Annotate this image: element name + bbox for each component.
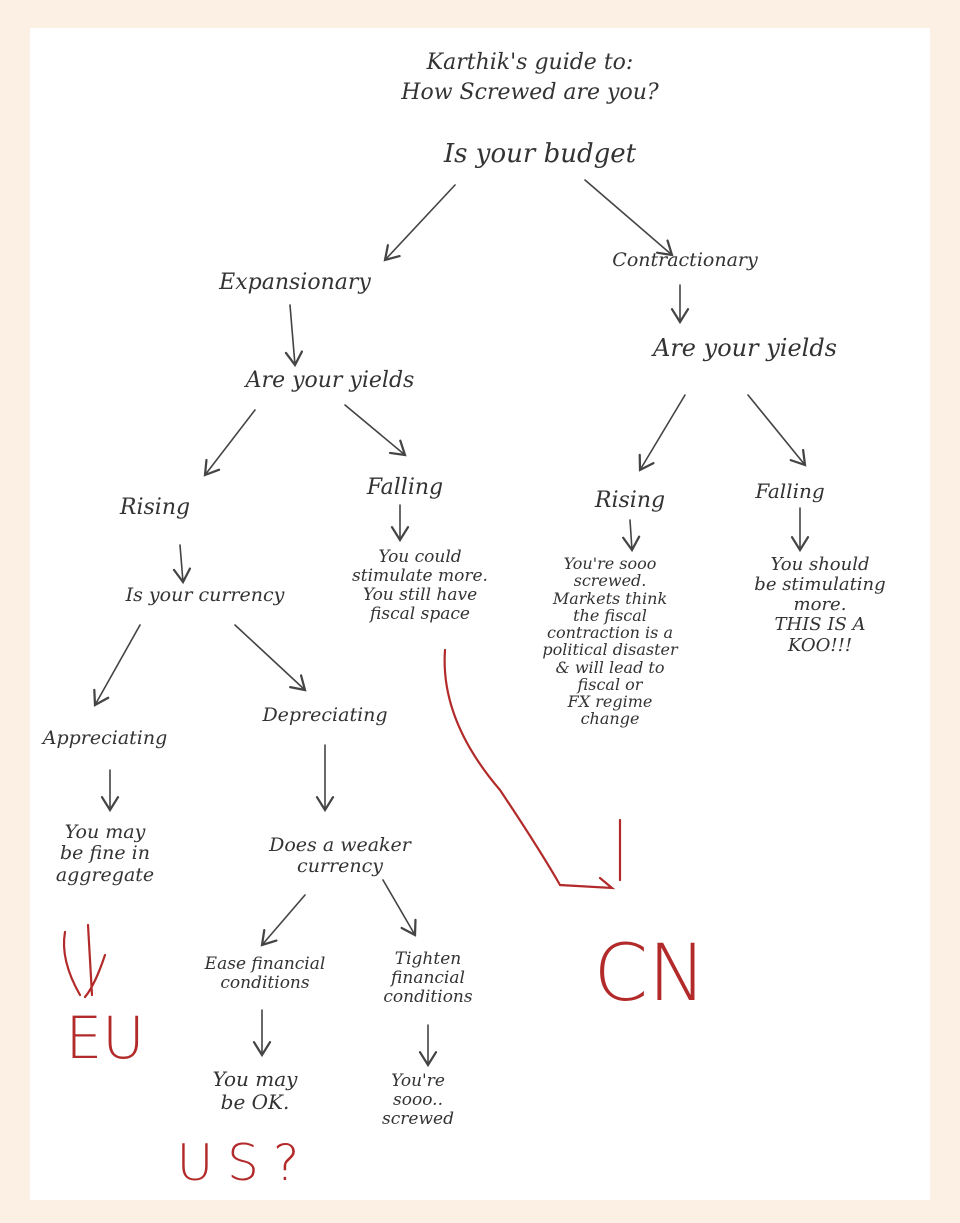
arrow-to-contractionary	[584, 179, 674, 257]
node-con-falling-result: You should be stimulating more. THIS IS …	[754, 554, 886, 656]
node-contractionary: Contractionary	[612, 249, 758, 271]
arrow-depreciating	[234, 624, 307, 692]
arrow-rising-currency	[172, 544, 192, 585]
arrow-con-falling	[747, 394, 807, 467]
node-tighten-result: You're sooo.. screwed	[382, 1071, 454, 1130]
annotation-eu: EU	[65, 1004, 145, 1072]
node-con-rising-result: You're sooo screwed. Markets think the f…	[542, 554, 678, 729]
arrow-con-rising-result	[622, 519, 641, 553]
arrow-exp-rising	[203, 409, 256, 477]
title-line1: Karthik's guide to:	[426, 50, 634, 75]
node-currency-question: Is your currency	[125, 584, 285, 606]
node-con-rising: Rising	[594, 488, 666, 513]
red-curve-cn	[443, 648, 616, 890]
node-con-falling: Falling	[755, 479, 825, 503]
root-question: Is your budget	[443, 139, 637, 169]
annotation-cn: CN	[593, 929, 707, 1019]
node-exp-falling-result: You could stimulate more. You still have…	[352, 547, 488, 625]
node-ease: Ease financial conditions	[204, 954, 326, 994]
arrow-exp-falling	[344, 404, 407, 457]
arrow-con-rising	[638, 394, 686, 472]
red-arrow-eu	[62, 923, 107, 999]
node-ease-result: You may be OK.	[212, 1067, 298, 1114]
arrow-exp-yields	[284, 304, 304, 368]
paper-sheet	[30, 28, 930, 1200]
node-expansionary: Expansionary	[219, 270, 371, 295]
node-exp-yields: Are your yields	[245, 368, 415, 393]
arrow-to-expansionary	[383, 184, 456, 262]
node-depreciating: Depreciating	[262, 704, 388, 726]
node-appreciating-result: You may be fine in aggregate	[55, 821, 155, 886]
title-line2: How Screwed are you?	[401, 80, 659, 105]
annotation-us: US?	[176, 1134, 314, 1192]
node-exp-rising: Rising	[119, 495, 191, 520]
node-appreciating: Appreciating	[42, 727, 168, 749]
node-weaker-question: Does a weaker currency	[269, 834, 411, 878]
node-tighten: Tighten financial conditions	[383, 949, 473, 1008]
arrow-ease	[260, 894, 306, 947]
arrow-tighten	[382, 879, 417, 937]
node-con-yields: Are your yields	[653, 334, 837, 362]
node-exp-falling: Falling	[366, 475, 444, 500]
arrow-appreciating	[93, 624, 141, 707]
